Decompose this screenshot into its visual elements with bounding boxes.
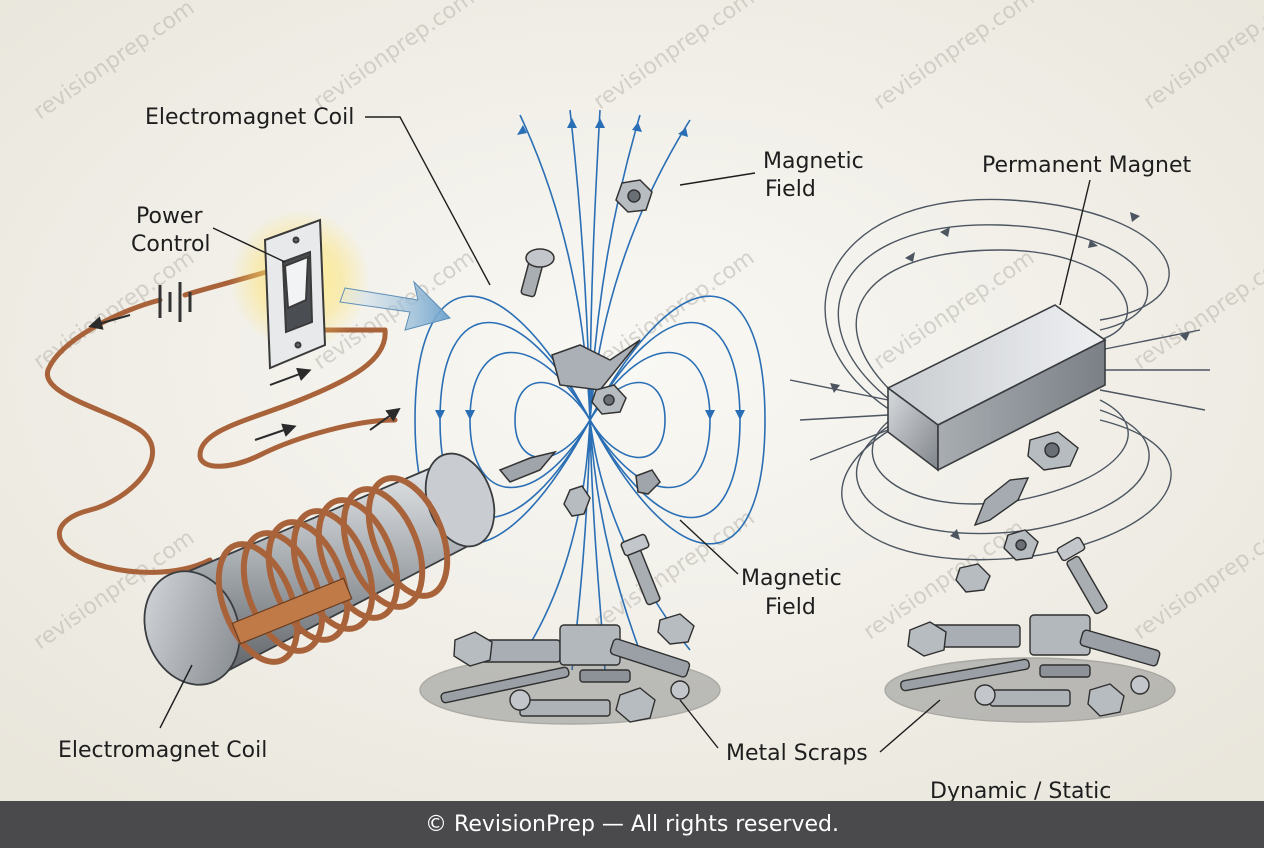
leader-lines	[159, 116, 1091, 753]
label-magnetic-field-top-line2: Field	[765, 177, 816, 202]
coil-cutaway-winding	[231, 577, 353, 645]
metal-scrap-pile-left	[419, 613, 721, 725]
label-electromagnet-coil-top: Electromagnet Coil	[145, 105, 354, 130]
label-metal-scraps: Metal Scraps	[726, 741, 868, 766]
metal-scrap-pile-right	[884, 614, 1176, 723]
magnet-attracted-pieces	[955, 431, 1108, 615]
label-electromagnet-coil-bottom: Electromagnet Coil	[58, 738, 267, 763]
label-dynamic-static: Dynamic / Static	[930, 779, 1111, 804]
label-power-line2: Control	[131, 232, 211, 257]
battery-symbol	[158, 282, 192, 322]
current-direction-arrows	[88, 314, 401, 441]
energize-arrow	[339, 280, 451, 331]
power-switch	[263, 218, 327, 370]
label-permanent-magnet: Permanent Magnet	[982, 153, 1192, 178]
permanent-magnet-field-lines	[789, 198, 1210, 561]
electromagnet-copper-coil	[215, 475, 451, 665]
permanent-magnet-field-arrows	[830, 212, 1190, 540]
label-magnetic-field-mid-line1: Magnetic	[741, 566, 842, 591]
label-magnetic-field-mid-line2: Field	[765, 595, 816, 620]
permanent-magnet-bar	[886, 304, 1107, 472]
label-magnetic-field-top-line1: Magnetic	[763, 149, 864, 174]
copyright-footer: © RevisionPrep — All rights reserved.	[0, 801, 1264, 848]
label-power-line1: Power	[136, 204, 203, 229]
floating-metal-pieces	[498, 179, 661, 606]
